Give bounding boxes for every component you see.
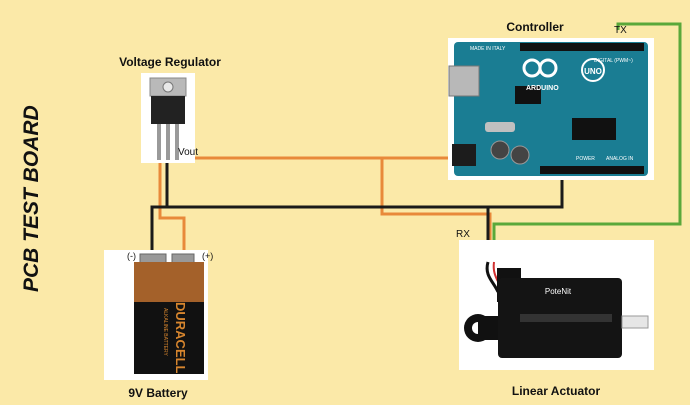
- arduino-analog: ANALOG IN: [606, 156, 634, 162]
- controller-label: Controller: [506, 20, 564, 34]
- wire-signal: [492, 22, 682, 262]
- wire-ground-bus: [150, 205, 490, 262]
- arduino-board: [448, 38, 654, 180]
- wire-battery-pos: [158, 160, 186, 258]
- board-title: PCB TEST BOARD: [20, 105, 43, 292]
- battery-brand: DURACELL: [173, 302, 188, 374]
- arduino-made-in: MADE IN ITALY: [470, 46, 506, 52]
- actuator-rx-label: RX: [456, 229, 470, 240]
- actuator-brand: PoteNit: [545, 287, 572, 296]
- arduino-digital: DIGITAL (PWM~): [594, 58, 633, 64]
- voltage-regulator: [141, 73, 195, 163]
- regulator-vout-label: Vout: [178, 147, 198, 158]
- wire-vout: [176, 156, 492, 262]
- controller-tx-label: TX: [614, 25, 627, 36]
- arduino-power: POWER: [576, 156, 595, 162]
- arduino-brand: ARDUINO: [526, 85, 559, 92]
- arduino-model: UNO: [584, 67, 602, 76]
- regulator-label: Voltage Regulator: [119, 55, 221, 69]
- battery-neg-label: (-): [127, 251, 136, 261]
- battery: [104, 250, 208, 380]
- linear-actuator: [459, 240, 654, 370]
- actuator-label: Linear Actuator: [512, 384, 601, 398]
- battery-pos-label: (+): [202, 251, 213, 261]
- battery-label: 9V Battery: [128, 386, 188, 400]
- battery-subtext: ALKALINE BATTERY: [162, 308, 168, 357]
